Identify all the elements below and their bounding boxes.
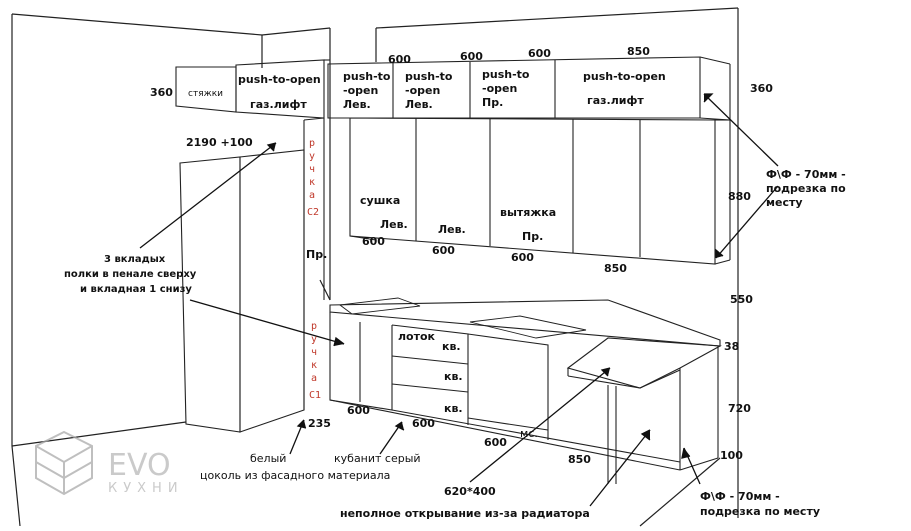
dim-600-a: 600	[388, 53, 411, 66]
note-radiator: неполное открывание из-за радиатора	[340, 507, 590, 520]
handle-c2-ch-5: С2	[307, 207, 319, 218]
logo-sub: КУХНИ	[108, 481, 184, 496]
handle-c1-ch-2: ч	[311, 347, 317, 358]
dim-600-u1: 600	[362, 235, 385, 248]
evo-logo: EVO КУХНИ	[35, 430, 184, 496]
label-pto-b-3: Лев.	[405, 98, 433, 111]
leader-lines	[139, 93, 779, 507]
handle-c1-label: р у ч к а С1	[309, 321, 321, 401]
note-kubanit: кубанит серый	[334, 452, 421, 465]
note-shelves-1: 3 вкладых	[104, 254, 166, 265]
note-shelves-2: полки в пенале сверху	[64, 269, 197, 280]
label-pto-c-1: push-to	[482, 68, 530, 81]
dim-38: 38	[724, 340, 739, 353]
handle-c1-ch-1: у	[311, 334, 317, 345]
dim-850-top: 850	[627, 45, 650, 58]
label-lev-1: Лев.	[380, 218, 408, 231]
dim-235: 235	[308, 417, 331, 430]
dim-600-c: 600	[528, 47, 551, 60]
label-pto-a-3: Лев.	[343, 98, 371, 111]
note-pr-side: Пр.	[306, 248, 327, 261]
label-push-2: push-to-open	[583, 70, 666, 83]
label-stjazhki: стяжки	[188, 89, 223, 99]
dim-360-right: 360	[750, 82, 773, 95]
note-lotok: лоток	[398, 330, 436, 343]
note-ff-top-2: подрезка по	[766, 182, 846, 195]
label-lev-2: Лев.	[438, 223, 466, 236]
dim-850-u: 850	[604, 262, 627, 275]
label-pto-a-2: -open	[343, 84, 378, 97]
handle-c1-ch-0: р	[311, 321, 317, 332]
note-ff-bot-1: Ф\Ф - 70мм -	[700, 490, 780, 503]
dim-880: 880	[728, 190, 751, 203]
dim-620x400: 620*400	[444, 485, 496, 498]
dim-550: 550	[730, 293, 753, 306]
label-pto-a-1: push-to	[343, 70, 391, 83]
handle-c2-ch-0: р	[309, 138, 315, 149]
label-pto-b-1: push-to	[405, 70, 453, 83]
dim-360-left: 360	[150, 86, 173, 99]
handle-c1-ch-3: к	[311, 360, 317, 371]
label-gaz-2: газ.лифт	[587, 94, 644, 107]
note-ms: мс.	[520, 427, 538, 440]
handle-c2-ch-2: ч	[309, 164, 315, 175]
tall-unit	[179, 117, 325, 433]
label-pr-1: Пр.	[522, 230, 543, 243]
label-sushka: сушка	[360, 194, 400, 207]
note-kv-3: кв.	[444, 402, 463, 415]
note-tsokol: цоколь из фасадного материала	[200, 469, 390, 482]
room-walls	[11, 7, 739, 527]
upper-labels: стяжки push-to-open газ.лифт push-to -op…	[188, 68, 666, 243]
note-ff-top-3: месту	[766, 196, 803, 209]
label-push-1: push-to-open	[238, 73, 321, 86]
handle-c1-ch-5: С1	[309, 390, 321, 401]
handle-c2-label: р у ч к а С2	[307, 138, 319, 218]
label-vytyazhka: вытяжка	[500, 206, 556, 219]
label-pto-b-2: -open	[405, 84, 440, 97]
note-kv-2: кв.	[444, 370, 463, 383]
dim-850-l: 850	[568, 453, 591, 466]
label-pto-c-2: -open	[482, 82, 517, 95]
note-ff-bot-2: подрезка по месту	[700, 505, 820, 518]
handle-c2-ch-3: к	[309, 177, 315, 188]
label-gaz-1: газ.лифт	[250, 98, 307, 111]
dim-100: 100	[720, 449, 743, 462]
annotations: Ф\Ф - 70мм - подрезка по месту 3 вкладых…	[64, 138, 846, 520]
note-ff-top-1: Ф\Ф - 70мм -	[766, 168, 846, 181]
dim-600-l2: 600	[412, 417, 435, 430]
note-shelves-3: и вкладная 1 снизу	[80, 284, 192, 295]
dim-600-l3: 600	[484, 436, 507, 449]
dimension-labels: 600 600 600 850 360 360 2190 +100 880 60…	[150, 45, 773, 498]
dim-600-u2: 600	[432, 244, 455, 257]
dim-600-b: 600	[460, 50, 483, 63]
cube-icon	[35, 430, 93, 496]
dim-720: 720	[728, 402, 751, 415]
label-pto-c-3: Пр.	[482, 96, 503, 109]
dim-600-u3: 600	[511, 251, 534, 264]
logo-name: EVO	[108, 448, 171, 483]
handle-c1-ch-4: а	[311, 373, 317, 384]
handle-c2-ch-4: а	[309, 190, 315, 201]
note-kv-1: кв.	[442, 340, 461, 353]
note-belyi: белый	[250, 452, 286, 465]
dim-2190: 2190 +100	[186, 136, 253, 149]
handle-c2-ch-1: у	[309, 151, 315, 162]
dim-600-l1: 600	[347, 404, 370, 417]
